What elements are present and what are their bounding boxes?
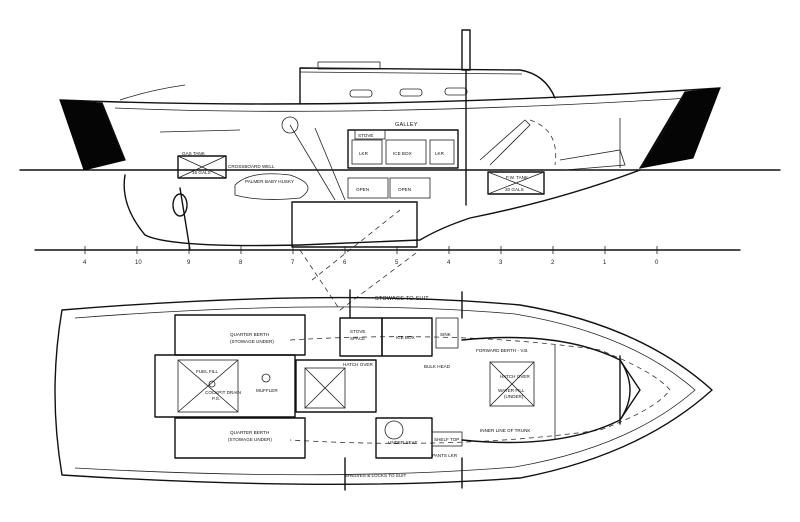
- water-fill-under: (UNDER): [504, 394, 524, 399]
- station-label: 4: [447, 260, 451, 266]
- muffler-label: MUFFLER: [256, 388, 278, 393]
- quarter-berth-top: QUARTER BERTH: [230, 332, 269, 337]
- ice-box-label: ICE BOX: [393, 151, 412, 156]
- fw-tank: [487, 171, 545, 195]
- open-label-1: OPEN: [356, 187, 369, 192]
- cabin-trunk: [299, 67, 556, 105]
- hatch-over-main: HATCH OVER: [343, 362, 373, 367]
- gas-tank: [177, 155, 227, 179]
- water-fill-label: WATER FILL: [498, 388, 525, 393]
- lkr-fwd-label: LKR: [435, 151, 445, 156]
- ice-box-plan: ICE BOX: [396, 335, 415, 340]
- hatch-over-fwd: HATCH OVER: [500, 374, 530, 379]
- note-crossboard: CROSSBOARD WELL: [228, 164, 275, 169]
- portlight: [444, 87, 468, 96]
- stove-space-1: STOVE: [350, 329, 366, 334]
- station-label: 3: [499, 260, 503, 266]
- station-label: 2: [551, 260, 555, 266]
- lkr-aft-label: LKR: [359, 151, 369, 156]
- engine: [234, 173, 309, 200]
- bulkhead-label: BULK HEAD: [424, 364, 451, 369]
- station-label: 7: [291, 260, 295, 266]
- cockpit: [154, 354, 296, 418]
- stove-label: STOVE: [358, 133, 374, 138]
- gas-gals-label: 15 GALS: [192, 170, 211, 175]
- forward-berth-label: FORWARD BERTH - V.B.: [476, 348, 529, 353]
- note-palmer: PALMER BABY HUSKY: [245, 179, 294, 184]
- station-label: 8: [239, 260, 243, 266]
- fw-tank-label: F.W. TANK: [506, 175, 529, 180]
- portlight: [399, 88, 423, 97]
- stove-space-2: SPACE: [350, 336, 365, 341]
- portlight: [349, 89, 373, 98]
- station-label: 10: [135, 260, 142, 266]
- station-label: 9: [187, 260, 191, 266]
- station-label: 4: [83, 260, 87, 266]
- cockpit-drain-ps: P.S.: [212, 396, 220, 401]
- sheer-line: [59, 87, 721, 105]
- profile-view: GALLEY STOVE LKR ICE BOX LKR OPEN OPEN G…: [19, 29, 781, 311]
- gas-tank-label: GAS TANK: [182, 151, 206, 156]
- shelves-label: SHELVES & LOCKS TO SUIT: [345, 473, 406, 478]
- under-seat-label: UNDER SEAT: [388, 440, 417, 445]
- station-label: 1: [603, 260, 607, 266]
- bow-boot: [639, 87, 721, 169]
- stowage-under-bottom: (STOWAGE UNDER): [228, 437, 272, 442]
- quarter-berth-bottom: QUARTER BERTH: [230, 430, 269, 435]
- open-label-2: OPEN: [398, 187, 411, 192]
- station-label: 6: [343, 260, 347, 266]
- station-label: 0: [655, 260, 659, 266]
- fuel-fill-label: FUEL FILL: [196, 369, 218, 374]
- pants-lkr-label: PANTS LKR: [432, 453, 458, 458]
- station-label: 5: [395, 260, 399, 266]
- mast: [461, 29, 471, 71]
- deck-outline: [54, 296, 713, 486]
- keel: [123, 169, 641, 247]
- rudder-fitting: [172, 193, 188, 217]
- plan-view: QUARTER BERTH (STOWAGE UNDER) QUARTER BE…: [54, 289, 713, 491]
- hatch-top: [317, 61, 381, 70]
- stowage-under-top: (STOWAGE UNDER): [230, 339, 274, 344]
- inner-trunk-label: INNER LINE OF TRUNK: [480, 428, 531, 433]
- fw-gals-label: 20 GALS: [505, 187, 524, 192]
- stowage-to-suit: STOWAGE TO SUIT: [375, 296, 429, 302]
- centerboard-trunk: [291, 201, 418, 248]
- galley-label: GALLEY: [395, 122, 418, 128]
- cockpit-drain-label: COCKPIT DRAIN: [205, 390, 241, 395]
- sink-label: SINK: [440, 332, 452, 337]
- shelf-top-label: SHELF TOP: [434, 437, 459, 442]
